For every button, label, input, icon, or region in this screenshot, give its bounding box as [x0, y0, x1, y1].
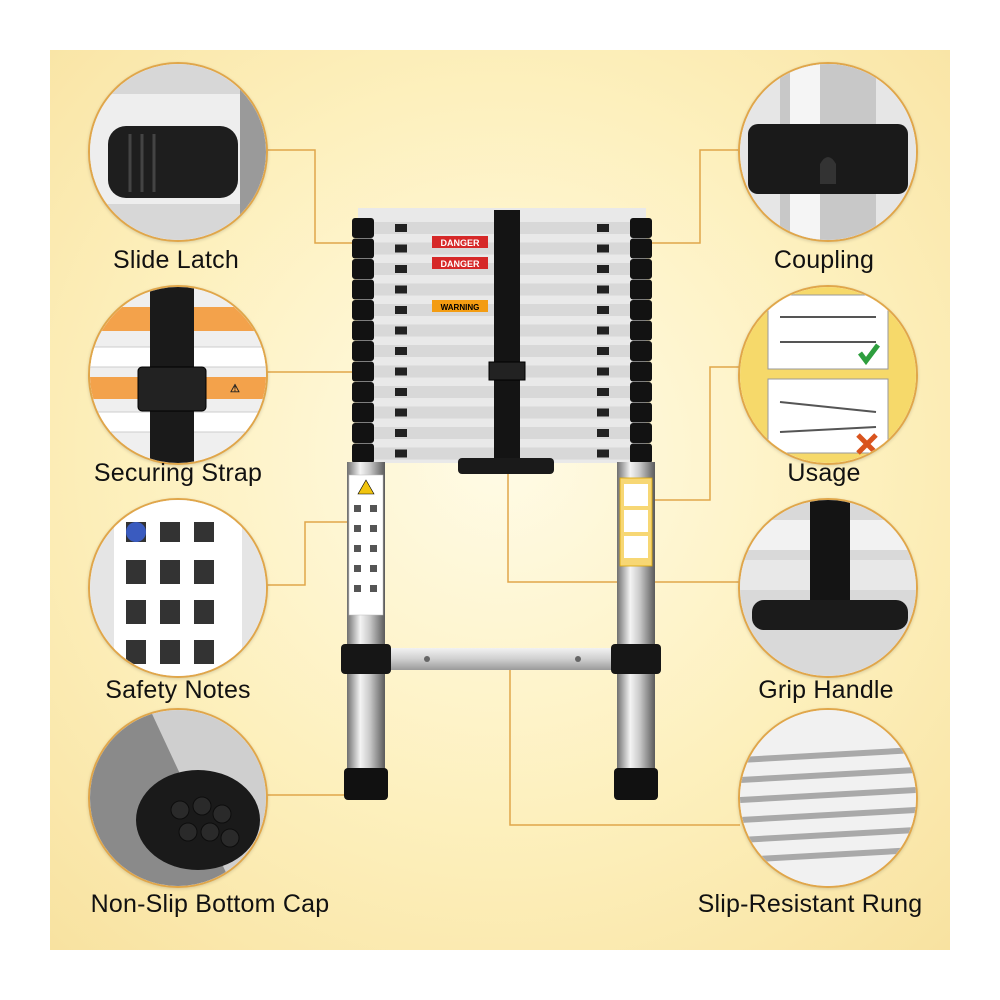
rung-side-cap: [630, 259, 652, 279]
bottom-cap-detail: [88, 708, 268, 888]
usage-detail: [738, 285, 918, 465]
slide-latch-mark: [395, 326, 407, 335]
warning-text: WARNING: [441, 303, 480, 312]
slide-latch-mark: [395, 306, 407, 314]
securing-strap-band: [494, 210, 520, 460]
slide-latch-mark: [597, 265, 609, 273]
rung-side-cap: [630, 382, 652, 402]
label-non-slip-bottom-cap: Non-Slip Bottom Cap: [90, 890, 330, 918]
securing-strap-detail: ⚠: [88, 285, 268, 465]
rung-side-cap: [352, 443, 374, 464]
grip-handle-shape: [458, 458, 554, 474]
rung-side-cap: [352, 402, 374, 423]
rung-side-cap: [630, 238, 652, 259]
grip-handle-detail: [738, 498, 918, 678]
svg-text:⚠: ⚠: [230, 383, 240, 395]
danger-label-2: [432, 257, 488, 269]
slide-latch-mark: [395, 367, 407, 376]
slide-latch-mark: [597, 408, 609, 417]
label-slip-resistant-rung: Slip-Resistant Rung: [697, 890, 923, 918]
rung-side-cap: [352, 382, 374, 402]
slide-latch-detail: [88, 62, 268, 242]
slide-latch-mark: [395, 265, 407, 273]
slide-latch-mark: [597, 367, 609, 376]
leader-safety-notes: [262, 521, 350, 586]
label-usage: Usage: [787, 459, 861, 487]
danger-label-1: [432, 236, 488, 248]
rung-side-cap: [630, 279, 652, 300]
right-foot: [614, 768, 658, 800]
rung-side-cap: [630, 423, 652, 443]
slide-latch-mark: [597, 326, 609, 335]
rung-side-cap: [352, 320, 374, 341]
left-foot: [344, 768, 388, 800]
rung-side-cap: [630, 341, 652, 361]
slide-latch-mark: [395, 388, 407, 396]
rung-detail: [738, 708, 918, 888]
rung-side-cap: [352, 279, 374, 300]
leader-grip-handle: [507, 470, 740, 583]
slide-latch-mark: [395, 429, 407, 437]
rung-side-cap: [352, 218, 374, 238]
slide-latch-mark: [597, 429, 609, 437]
slide-latch-mark: [597, 285, 609, 294]
slide-latch-mark: [597, 449, 609, 458]
rung-side-cap: [352, 259, 374, 279]
rung-side-cap: [352, 238, 374, 259]
label-slide-latch: Slide Latch: [113, 246, 239, 274]
label-coupling: Coupling: [773, 246, 875, 274]
slide-latch-mark: [395, 347, 407, 355]
slide-latch-mark: [395, 408, 407, 417]
rung-side-cap: [630, 320, 652, 341]
rung-side-cap: [352, 300, 374, 320]
slide-latch-mark: [597, 224, 609, 232]
slide-latch-mark: [395, 285, 407, 294]
slide-latch-mark: [395, 244, 407, 253]
warning-label: [432, 300, 488, 312]
slide-latch-mark: [597, 388, 609, 396]
rung-side-cap: [630, 402, 652, 423]
rung-side-cap: [630, 361, 652, 382]
slide-latch-mark: [597, 347, 609, 355]
coupling-detail: [738, 62, 918, 242]
safety-notes-detail: [88, 498, 268, 678]
rung-side-cap: [352, 341, 374, 361]
slide-latch-mark: [395, 224, 407, 232]
label-securing-strap: Securing Strap: [93, 459, 263, 487]
leader-rung: [509, 660, 740, 826]
rung-side-cap: [630, 300, 652, 320]
rung-side-cap: [352, 423, 374, 443]
bottom-rung: [380, 648, 622, 670]
danger-text-2: DANGER: [440, 259, 480, 269]
rung-side-cap: [630, 443, 652, 464]
leader-coupling: [632, 149, 740, 244]
slide-latch-mark: [597, 244, 609, 253]
label-grip-handle: Grip Handle: [758, 676, 894, 704]
rung-side-cap: [630, 218, 652, 238]
danger-text-1: DANGER: [440, 238, 480, 248]
slide-latch-mark: [395, 449, 407, 458]
rung-side-cap: [352, 361, 374, 382]
leader-usage: [652, 366, 740, 501]
label-safety-notes: Safety Notes: [105, 676, 251, 704]
slide-latch-mark: [597, 306, 609, 314]
